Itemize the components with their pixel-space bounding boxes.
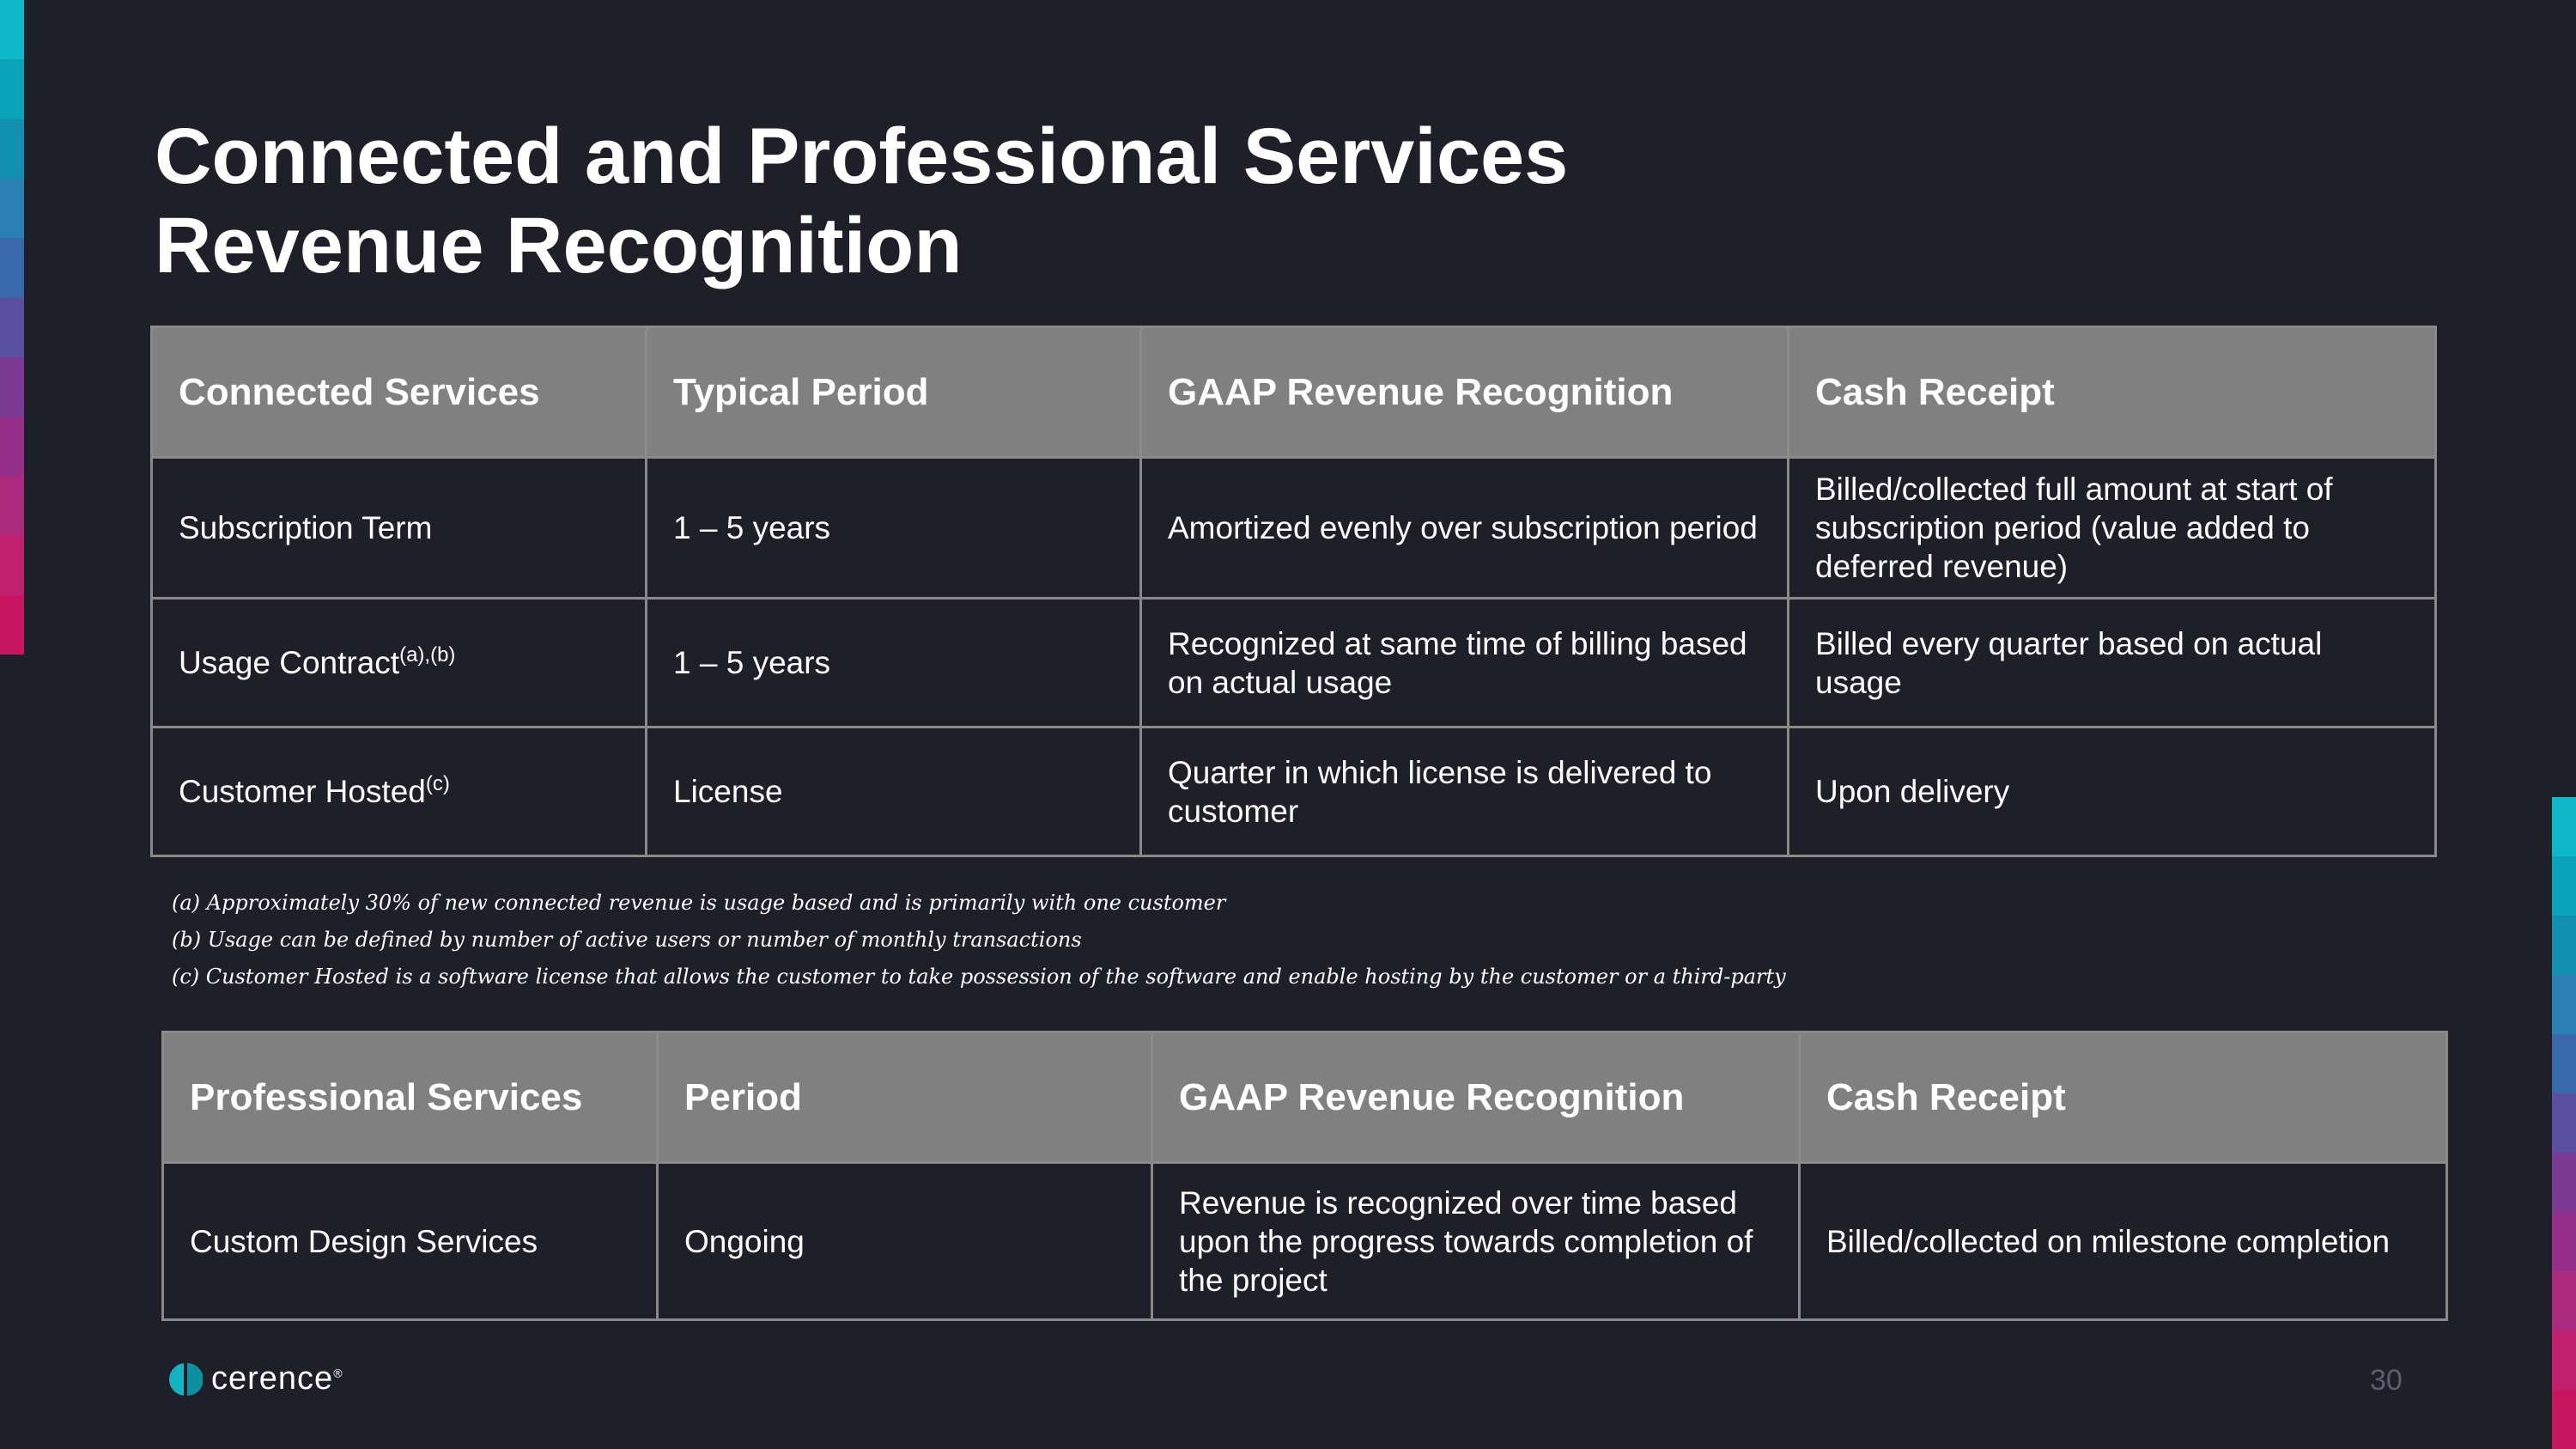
strip-segment [0, 297, 24, 357]
footnotes: (a) Approximately 30% of new connected r… [172, 885, 1786, 995]
cell-service: Usage Contract(a),(b) [150, 597, 647, 728]
cell-cash-receipt: Billed/collected on milestone completion [1798, 1161, 2448, 1321]
service-name: Subscription Term [179, 510, 433, 545]
cell-service: Customer Hosted(c) [150, 726, 647, 857]
strip-segment [2552, 1330, 2576, 1390]
cell-service: Custom Design Services [161, 1161, 659, 1321]
cerence-logo: cerence® [168, 1361, 343, 1397]
strip-segment [0, 119, 24, 179]
strip-segment [2552, 797, 2576, 856]
cell-cash-receipt: Upon delivery [1787, 726, 2437, 857]
slide-title-line-1: Connected and Professional Services [155, 113, 1569, 200]
strip-segment [0, 0, 24, 60]
service-name: Customer Hosted [179, 774, 426, 809]
header-connected-services: Connected Services [150, 326, 647, 459]
footnote-c: (c) Customer Hosted is a software licens… [172, 965, 1786, 989]
professional-services-table: Professional Services Period GAAP Revenu… [161, 1031, 2448, 1321]
header-gaap-revenue-recognition: GAAP Revenue Recognition [1151, 1031, 1801, 1164]
table-header-row: Connected Services Typical Period GAAP R… [150, 326, 2437, 459]
cell-recognition: Quarter in which license is delivered to… [1139, 726, 1789, 857]
cell-period: Ongoing [656, 1161, 1153, 1321]
strip-segment [2552, 1093, 2576, 1153]
header-cash-receipt: Cash Receipt [1787, 326, 2437, 459]
strip-segment [0, 416, 24, 477]
cell-recognition: Revenue is recognized over time based up… [1151, 1161, 1801, 1321]
header-period: Period [656, 1031, 1153, 1164]
strip-segment [2552, 856, 2576, 916]
logo-registered-mark: ® [333, 1366, 343, 1380]
right-color-strip [2552, 797, 2576, 1449]
cell-service: Subscription Term [150, 456, 647, 600]
logo-wordmark: cerence® [211, 1361, 343, 1397]
strip-segment [2552, 1153, 2576, 1212]
strip-segment [2552, 1271, 2576, 1330]
footnote-b: (b) Usage can be defined by number of ac… [172, 928, 1082, 952]
slide-title: Connected and Professional Services Reve… [155, 112, 1568, 290]
strip-segment [2552, 975, 2576, 1034]
cell-recognition: Amortized evenly over subscription perio… [1139, 456, 1789, 600]
strip-segment [0, 535, 24, 595]
strip-segment [0, 594, 24, 654]
service-name: Usage Contract [179, 645, 400, 680]
strip-segment [2552, 1212, 2576, 1271]
footnote-a: (a) Approximately 30% of new connected r… [172, 891, 1226, 915]
table-row: Usage Contract(a),(b) 1 – 5 years Recogn… [150, 597, 2437, 728]
footnote-reference: (c) [425, 772, 450, 795]
cell-period: 1 – 5 years [645, 456, 1142, 600]
left-color-strip [0, 0, 24, 654]
slide-title-line-2: Revenue Recognition [155, 202, 963, 289]
header-gaap-revenue-recognition: GAAP Revenue Recognition [1139, 326, 1789, 459]
strip-segment [0, 59, 24, 119]
strip-segment [0, 356, 24, 417]
strip-segment [2552, 1034, 2576, 1093]
strip-segment [2552, 916, 2576, 975]
header-cash-receipt: Cash Receipt [1798, 1031, 2448, 1164]
table-row: Custom Design Services Ongoing Revenue i… [161, 1161, 2448, 1321]
strip-segment [0, 238, 24, 298]
cell-cash-receipt: Billed/collected full amount at start of… [1787, 456, 2437, 600]
strip-segment [0, 476, 24, 536]
footnote-reference: (a),(b) [399, 643, 456, 667]
header-professional-services: Professional Services [161, 1031, 659, 1164]
table-header-row: Professional Services Period GAAP Revenu… [161, 1031, 2448, 1164]
strip-segment [0, 178, 24, 239]
strip-segment [2552, 1390, 2576, 1449]
cell-period: License [645, 726, 1142, 857]
table-row: Customer Hosted(c) License Quarter in wh… [150, 726, 2437, 857]
logo-text: cerence [211, 1361, 334, 1397]
cerence-logo-icon [169, 1361, 203, 1397]
cell-recognition: Recognized at same time of billing based… [1139, 597, 1789, 728]
connected-services-table: Connected Services Typical Period GAAP R… [150, 326, 2437, 857]
table-row: Subscription Term 1 – 5 years Amortized … [150, 456, 2437, 600]
header-typical-period: Typical Period [645, 326, 1142, 459]
cell-period: 1 – 5 years [645, 597, 1142, 728]
cell-cash-receipt: Billed every quarter based on actual usa… [1787, 597, 2437, 728]
page-number: 30 [2370, 1364, 2403, 1397]
